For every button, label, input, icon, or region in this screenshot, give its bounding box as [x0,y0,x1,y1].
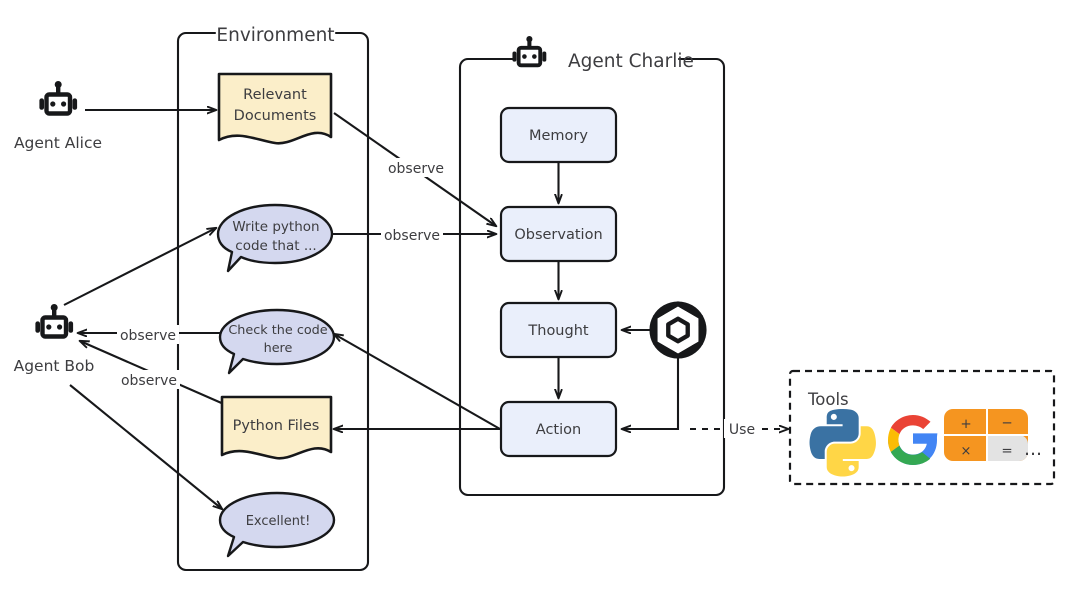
environment-label: Environment [216,25,334,46]
excellent-label: Excellent! [246,514,311,529]
agent-bob: Agent Bob [14,304,95,375]
check-the-code-node: Check the code here [218,308,336,375]
environment-container: Environment [176,25,370,572]
agent-bob-label: Agent Bob [14,357,95,375]
agent-alice-label: Agent Alice [14,134,102,152]
edge-label-observe-prompt: observe [381,225,443,244]
write-python-code-line1: Write python [232,219,319,235]
python-files-label: Python Files [233,418,320,434]
relevant-documents-line2: Documents [234,108,317,124]
agent-alice: Agent Alice [14,81,102,152]
tools-ellipsis: ... [1024,438,1042,460]
observation-node: Observation [499,205,618,263]
check-the-code-line1: Check the code [228,323,327,338]
tools-label: Tools [807,390,849,409]
thought-label: Thought [527,323,589,339]
observation-label: Observation [514,227,602,243]
svg-text:observe: observe [384,228,440,244]
edge-label-observe-documents: observe [385,158,447,177]
openai-logo-icon [649,301,707,359]
tools-container: Tools [788,369,1056,486]
agent-charlie-label: Agent Charlie [568,51,694,72]
edge-label-use: Use [724,419,760,438]
check-the-code-line2: here [264,341,293,356]
calculator-plus: + [960,416,971,432]
edge-action-to-check [334,334,501,430]
action-label: Action [536,422,581,438]
svg-text:observe: observe [388,161,444,177]
write-python-code-node: Write python code that ... [216,203,334,273]
calculator-equals: = [1001,443,1012,459]
robot-icon [512,36,547,68]
memory-node: Memory [499,106,618,164]
memory-label: Memory [529,128,588,144]
google-logo-icon[interactable] [888,415,938,465]
calculator-icon[interactable]: + − × = [944,409,1028,461]
action-node: Action [499,400,618,458]
python-files-node: Python Files [220,395,333,460]
svg-text:observe: observe [121,373,177,389]
edge-label-observe-check: observe [117,325,179,344]
edge-label-observe-files: observe [118,370,180,389]
calculator-times: × [961,444,972,459]
robot-icon [35,304,74,339]
excellent-node: Excellent! [218,491,336,558]
python-logo-icon[interactable] [809,408,876,477]
write-python-code-line2: code that ... [235,238,316,254]
agent-charlie-container: Agent Charlie [458,51,726,497]
svg-text:Use: Use [729,422,755,438]
thought-node: Thought [499,301,618,359]
relevant-documents-line1: Relevant [243,87,307,103]
robot-icon [39,81,78,116]
edge-bob-to-excellent [69,384,222,509]
relevant-documents-node: Relevant Documents [217,72,333,145]
edge-bob-to-prompt [63,228,216,306]
calculator-minus: − [1001,415,1012,431]
edge-llm-to-action [622,358,680,429]
svg-text:observe: observe [120,328,176,344]
